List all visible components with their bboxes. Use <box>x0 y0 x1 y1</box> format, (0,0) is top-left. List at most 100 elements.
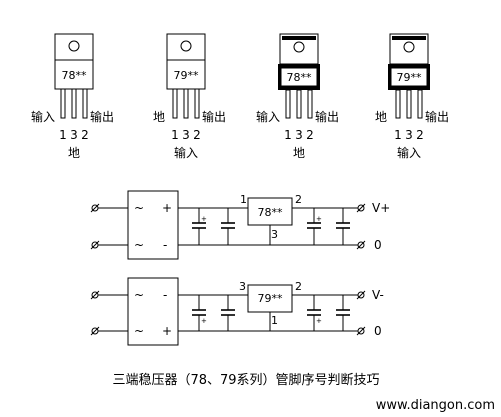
circuit-2: ~ ~ - + + 79** 3 2 1 + <box>90 277 384 346</box>
package-4-bottom-lead-label: 输入 <box>397 145 421 160</box>
circuit-1: ~ ~ + - + 78** 1 2 3 <box>90 190 390 260</box>
circuit-1-ceramic-cap-1 <box>221 208 235 245</box>
package-4-lead-right <box>417 89 423 119</box>
circuit-1-pin-in: 1 <box>240 193 247 206</box>
circuit-2-bridge-ac-bottom: ~ <box>134 324 144 338</box>
circuit-1-bridge-neg: - <box>163 238 167 252</box>
circuit-1-ceramic-cap-2 <box>336 208 350 245</box>
package-2-bottom-lead-label: 输入 <box>174 145 198 160</box>
package-3-pin-3: 3 <box>295 128 303 142</box>
package-2-left-lead-label: 地 <box>153 110 165 124</box>
package-1-left-lead-label: 输入 <box>31 109 55 124</box>
circuit-2-cap-2-plus: + <box>316 317 322 325</box>
package-4-pin-3: 3 <box>405 128 413 142</box>
package-1-pin-3: 3 <box>70 128 78 142</box>
circuit-2-bridge-ac-top: ~ <box>134 288 144 302</box>
circuit-1-cap-2-plus: + <box>316 215 322 223</box>
circuit-1-electrolytic-cap-2 <box>307 208 321 245</box>
package-1-body <box>54 59 94 90</box>
package-2-lead-mid <box>183 88 189 119</box>
package-2-pin-1: 1 <box>171 128 179 142</box>
circuit-1-pin-gnd: 3 <box>271 228 278 241</box>
package-4-tab-inner <box>392 36 426 40</box>
package-2-pin-3: 3 <box>182 128 190 142</box>
package-4: 79** 地 输出 1 3 2 输入 <box>375 33 449 160</box>
circuit-2-regulator <box>247 284 293 313</box>
circuit-1-electrolytic-cap-1 <box>192 208 206 245</box>
package-3-pin-1: 1 <box>284 128 292 142</box>
package-4-body <box>390 67 428 87</box>
circuit-1-ac-terminal-top <box>90 203 100 213</box>
package-4-lead-left <box>395 89 401 119</box>
circuit-2-ac-terminal-bottom <box>90 326 100 336</box>
circuit-1-output-terminal-bottom <box>356 240 366 250</box>
circuit-1-bridge-ac-top: ~ <box>134 201 144 215</box>
package-4-right-lead-label: 输出 <box>425 109 449 124</box>
package-1: 78** 输入 输出 1 3 2 地 <box>31 33 114 160</box>
circuit-2-ceramic-cap-1 <box>221 295 235 331</box>
circuit-2-bridge-rectifier <box>127 277 179 346</box>
circuit-2-pin-in: 3 <box>239 280 246 293</box>
circuit-1-regulator-label: 78** <box>258 206 283 219</box>
package-1-lead-mid <box>71 88 77 119</box>
package-1-part-label: 78** <box>62 69 87 82</box>
package-3-left-lead-label: 输入 <box>256 109 280 124</box>
package-3-lead-mid <box>296 89 302 119</box>
package-2-lead-left <box>172 88 178 119</box>
circuit-2-bridge-pos: - <box>163 288 167 302</box>
package-1-pin-1: 1 <box>59 128 67 142</box>
package-3-bottom-lead-label: 地 <box>293 146 305 160</box>
circuit-2-cap-1-plus: + <box>201 317 207 325</box>
circuit-1-out-bottom-label: 0 <box>374 238 382 252</box>
package-3-part-label: 78** <box>287 71 312 84</box>
figure-caption: 三端稳压器（78、79系列）管脚序号判断技巧 <box>112 372 379 388</box>
watermark: www.diangon.com <box>376 398 495 413</box>
package-4-pin-2: 2 <box>416 128 424 142</box>
package-1-lead-right <box>82 88 88 119</box>
package-1-right-lead-label: 输出 <box>90 109 114 124</box>
package-3-pin-2: 2 <box>306 128 314 142</box>
circuit-2-pin-gnd: 1 <box>271 314 278 327</box>
circuit-1-pin-out: 2 <box>295 193 302 206</box>
circuit-2-regulator-label: 79** <box>258 292 283 305</box>
circuit-2-out-top-label: V- <box>372 288 384 302</box>
circuit-2-ac-terminal-top <box>90 290 100 300</box>
circuit-1-output-terminal-top <box>356 203 366 213</box>
package-1-pin-2: 2 <box>81 128 89 142</box>
package-1-bottom-lead-label: 地 <box>68 146 80 160</box>
package-2-body <box>166 59 206 90</box>
package-1-mount-hole <box>68 40 80 52</box>
circuit-2-out-bottom-label: 0 <box>374 324 382 338</box>
circuit-2-ceramic-cap-2 <box>336 295 350 331</box>
package-3-lead-left <box>285 89 291 119</box>
package-4-mount-hole <box>403 41 415 53</box>
circuit-2-electrolytic-cap-1 <box>192 295 206 331</box>
package-2: 79** 地 输出 1 3 2 输入 <box>153 33 226 160</box>
package-2-mount-hole <box>180 40 192 52</box>
package-4-left-lead-label: 地 <box>375 110 387 124</box>
circuit-2-electrolytic-cap-2 <box>307 295 321 331</box>
package-3-tab-inner <box>282 36 316 40</box>
package-2-pin-2: 2 <box>193 128 201 142</box>
circuit-1-out-top-label: V+ <box>372 201 390 215</box>
circuit-2-pin-out: 2 <box>295 280 302 293</box>
package-3: 78** 输入 输出 1 3 2 地 <box>256 33 339 160</box>
circuit-1-cap-1-plus: + <box>201 215 207 223</box>
package-4-pin-1: 1 <box>394 128 402 142</box>
circuit-1-ac-terminal-bottom <box>90 240 100 250</box>
circuit-2-output-terminal-bottom <box>356 326 366 336</box>
circuit-1-bridge-pos: + <box>162 201 172 215</box>
package-4-lead-mid <box>406 89 412 119</box>
package-3-right-lead-label: 输出 <box>315 109 339 124</box>
package-1-lead-left <box>60 88 66 119</box>
package-4-part-label: 79** <box>397 71 422 84</box>
package-2-right-lead-label: 输出 <box>202 109 226 124</box>
circuit-1-bridge-rectifier <box>127 190 179 260</box>
package-2-lead-right <box>194 88 200 119</box>
package-3-mount-hole <box>293 41 305 53</box>
circuit-2-output-terminal-top <box>356 290 366 300</box>
package-3-body <box>280 67 318 87</box>
circuit-1-bridge-ac-bottom: ~ <box>134 238 144 252</box>
